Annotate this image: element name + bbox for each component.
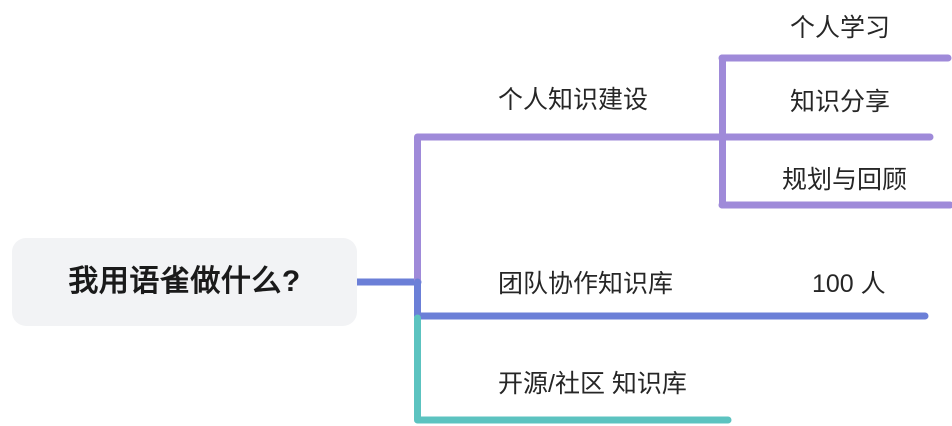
mindmap-branch-team-knowledge-base[interactable]: 团队协作知识库 bbox=[498, 272, 673, 297]
mindmap-branch-label: 个人知识建设 bbox=[498, 86, 649, 114]
mindmap-annotation-team-member-count: 100 人 bbox=[812, 272, 886, 297]
mindmap-leaf-plan-review[interactable]: 规划与回顾 bbox=[782, 168, 907, 193]
mindmap-leaf-personal-study[interactable]: 个人学习 bbox=[790, 16, 890, 41]
mindmap-root-label: 我用语雀做什么? bbox=[68, 265, 301, 298]
mindmap-leaf-label: 知识分享 bbox=[790, 88, 891, 116]
mindmap-branch-label: 团队协作知识库 bbox=[498, 270, 674, 298]
edge-trunk-purple bbox=[414, 133, 734, 286]
mindmap-branch-opensource-community[interactable]: 开源/社区 知识库 bbox=[498, 372, 687, 397]
mindmap-leaf-knowledge-sharing[interactable]: 知识分享 bbox=[790, 90, 890, 115]
mindmap-branch-label: 开源/社区 知识库 bbox=[498, 370, 687, 398]
mindmap-leaf-label: 规划与回顾 bbox=[782, 166, 908, 194]
edge-trunk-teal bbox=[414, 314, 732, 424]
mindmap-annotation-text: 100 人 bbox=[812, 270, 886, 298]
mindmap-leaf-label: 个人学习 bbox=[790, 14, 891, 42]
mindmap-branch-personal-knowledge[interactable]: 个人知识建设 bbox=[498, 88, 648, 113]
mindmap-root-node[interactable]: 我用语雀做什么? bbox=[12, 238, 357, 326]
